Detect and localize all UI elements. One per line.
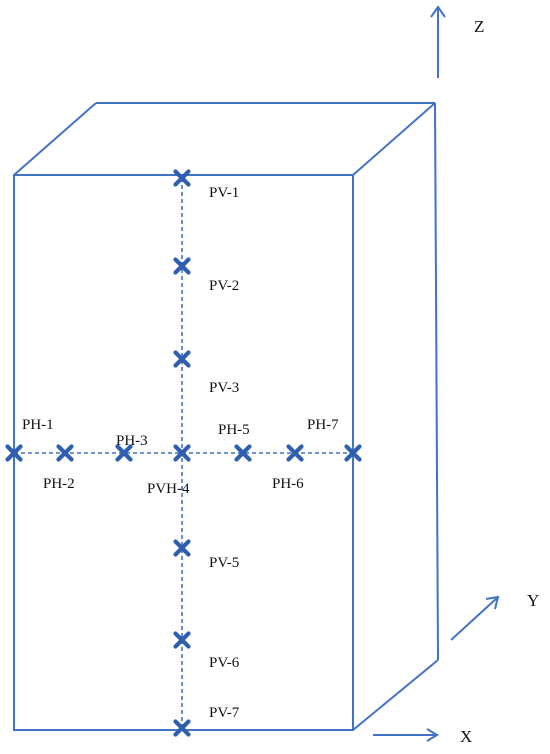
marker-pv-1-icon	[173, 169, 191, 187]
box-top-left-edge	[13, 102, 97, 176]
box-back-right-edge	[434, 102, 439, 661]
y-axis-arrow	[450, 597, 498, 641]
sensor-markers	[5, 169, 362, 737]
box-top-right-edge	[352, 102, 436, 176]
marker-ph-6-icon	[286, 444, 304, 462]
label-ph-1: PH-1	[22, 417, 54, 433]
marker-ph-7-icon	[344, 444, 362, 462]
marker-pv-6-icon	[173, 631, 191, 649]
marker-ph-1-icon	[5, 444, 23, 462]
label-ph-3: PH-3	[116, 433, 148, 449]
label-ph-2: PH-2	[43, 476, 75, 492]
label-ph-7: PH-7	[307, 417, 339, 433]
y-axis-label: Y	[527, 591, 539, 610]
label-pvh-4: PVH-4	[147, 481, 190, 497]
marker-pvh-4-icon	[173, 444, 191, 462]
marker-pv-3-icon	[173, 350, 191, 368]
marker-ph-5-icon	[234, 444, 252, 462]
box-bottom-right-edge	[352, 659, 439, 731]
axes	[373, 5, 500, 742]
label-ph-5: PH-5	[218, 422, 250, 438]
marker-pv-7-icon	[173, 719, 191, 737]
marker-pv-5-icon	[173, 539, 191, 557]
label-pv-6: PV-6	[209, 655, 240, 671]
marker-ph-3-icon	[115, 444, 133, 462]
marker-ph-2-icon	[56, 444, 74, 462]
x-axis-arrowhead	[426, 728, 439, 742]
label-pv-1: PV-1	[209, 185, 239, 201]
label-pv-5: PV-5	[209, 555, 239, 571]
label-pv-3: PV-3	[209, 380, 239, 396]
marker-pv-2-icon	[173, 257, 191, 275]
x-axis-label: X	[460, 727, 472, 746]
label-pv-7: PV-7	[209, 705, 240, 721]
label-ph-6: PH-6	[272, 476, 304, 492]
y-axis-arrowhead	[485, 595, 500, 610]
label-pv-2: PV-2	[209, 278, 239, 294]
z-axis-label: Z	[474, 17, 484, 36]
z-axis-arrowhead	[430, 5, 446, 18]
